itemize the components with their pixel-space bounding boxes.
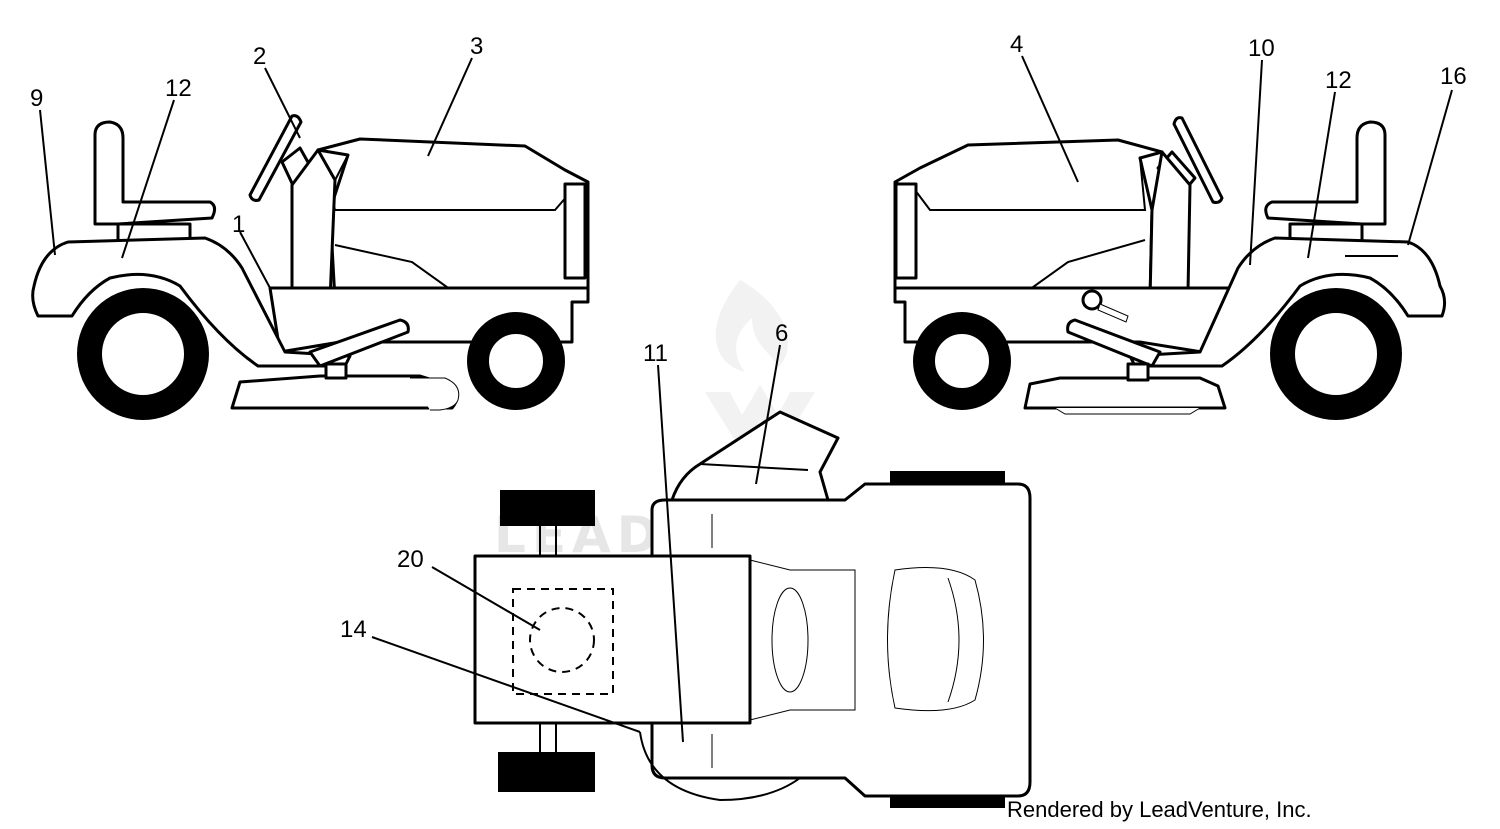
callout-9: 9 bbox=[30, 85, 43, 112]
callout-4: 4 bbox=[1010, 31, 1023, 58]
leader-lines bbox=[39, 55, 1453, 743]
tractor-left-side-view bbox=[31, 114, 590, 420]
callout-11: 11 bbox=[643, 340, 668, 367]
callout-1: 1 bbox=[232, 211, 245, 238]
credit-text: Rendered by LeadVenture, Inc. bbox=[1007, 797, 1312, 822]
callout-labels: 1 2 3 9 12 4 10 12 16 6 11 20 14 bbox=[30, 31, 1467, 643]
callout-10: 10 bbox=[1248, 35, 1275, 62]
callout-16: 16 bbox=[1440, 63, 1467, 90]
callout-20: 20 bbox=[397, 546, 424, 573]
tractor-right-side-view bbox=[893, 116, 1447, 420]
tractor-top-view bbox=[473, 410, 1032, 808]
callout-14: 14 bbox=[340, 616, 367, 643]
callout-3: 3 bbox=[470, 33, 483, 60]
callout-12-right: 12 bbox=[1325, 67, 1352, 94]
callout-2: 2 bbox=[253, 43, 266, 70]
callout-6: 6 bbox=[775, 320, 788, 347]
callout-12-left: 12 bbox=[165, 75, 192, 102]
